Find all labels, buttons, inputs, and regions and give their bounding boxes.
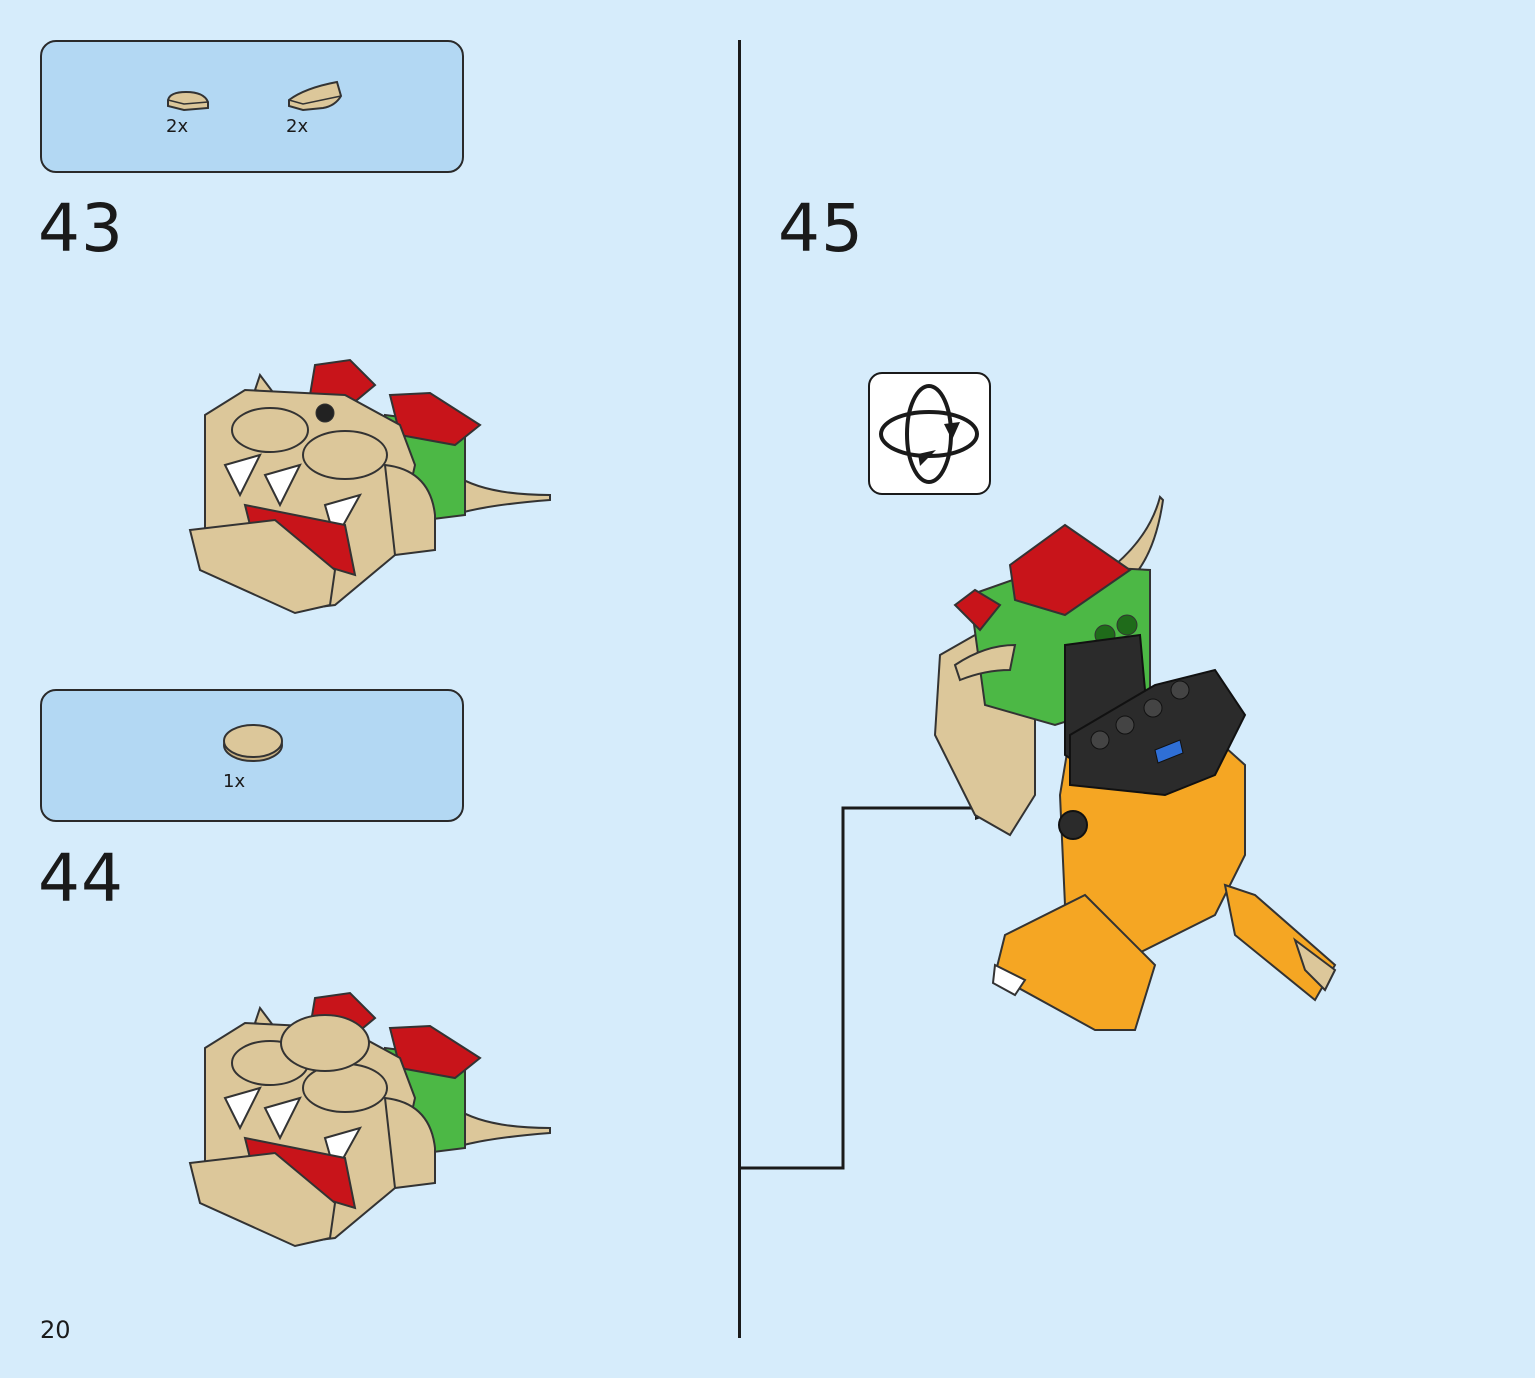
tan-round-tile-icon [223,724,283,762]
part-qty: 1x [223,771,246,792]
tan-quarter-tile-icon [167,90,209,112]
model-head-step-43 [188,358,551,615]
parts-box-step-44: 1x [40,689,464,822]
part-qty: 2x [166,116,189,137]
tan-curved-slope-tile-icon [288,80,343,112]
parts-box-step-43: 2x 2x [40,40,464,173]
rotate-arrows-icon [879,384,979,484]
model-head-step-44 [188,991,551,1248]
model-bowser-step-45 [933,495,1337,1031]
column-divider [738,40,741,1338]
part-qty: 2x [286,116,309,137]
rotate-model-icon [868,372,991,495]
step-number: 44 [38,840,124,917]
page-number: 20 [40,1316,71,1344]
step-number: 45 [778,190,864,267]
step-number: 43 [38,190,124,267]
